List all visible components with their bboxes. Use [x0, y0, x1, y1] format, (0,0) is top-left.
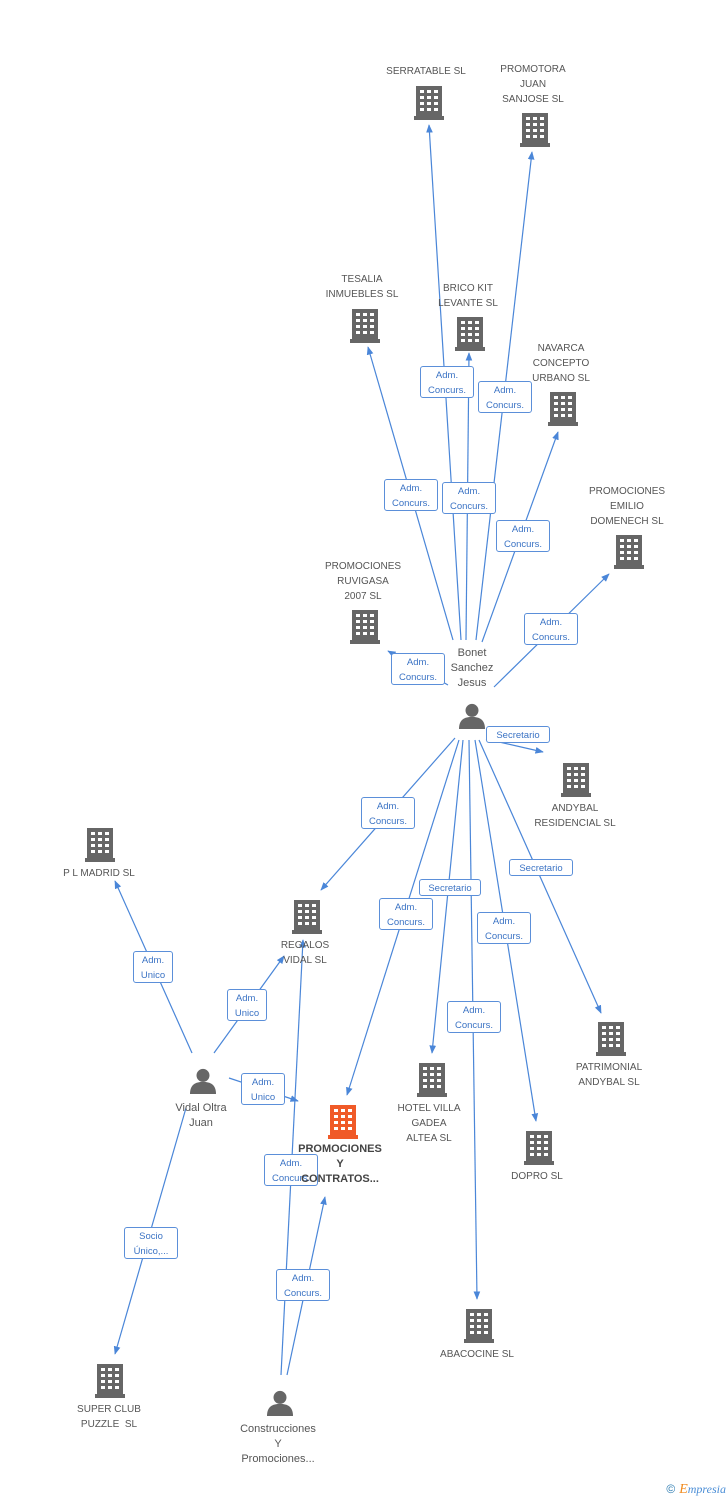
- edge-role-label[interactable]: Adm.Unico: [133, 951, 173, 983]
- building-icon[interactable]: [614, 535, 644, 569]
- edge-role-label[interactable]: Adm.Concurs.: [264, 1154, 318, 1186]
- edge-role-label[interactable]: Adm.Concurs.: [361, 797, 415, 829]
- person-icon[interactable]: [267, 1390, 293, 1416]
- building-icon[interactable]: [524, 1131, 554, 1165]
- edge-role-label[interactable]: Adm.Concurs.: [477, 912, 531, 944]
- building-icon[interactable]: [328, 1105, 358, 1139]
- copyright-icon: ©: [666, 1482, 676, 1496]
- building-icon[interactable]: [596, 1022, 626, 1056]
- node-label-pl-madrid[interactable]: P L MADRID SL: [63, 868, 135, 879]
- edge-role-label[interactable]: Secretario: [509, 858, 573, 876]
- brand-logo-letter: E: [679, 1482, 688, 1497]
- building-icon[interactable]: [561, 763, 591, 797]
- edge-role-label[interactable]: Secretario: [486, 725, 550, 743]
- person-icon[interactable]: [459, 703, 485, 729]
- edge-role-label[interactable]: Adm.Concurs.: [384, 479, 438, 511]
- building-icon[interactable]: [95, 1364, 125, 1398]
- building-icon[interactable]: [417, 1063, 447, 1097]
- brand-logo-text: mpresia: [687, 1482, 726, 1496]
- building-icon[interactable]: [350, 610, 380, 644]
- edge-role-label[interactable]: Adm.Concurs.: [420, 366, 474, 398]
- building-icon[interactable]: [414, 86, 444, 120]
- edge-role-label[interactable]: Adm.Concurs.: [496, 520, 550, 552]
- edge-bonet-to-patrimonial: [478, 739, 602, 1014]
- building-icon[interactable]: [350, 309, 380, 343]
- building-icon[interactable]: [292, 900, 322, 934]
- node-label-serratable[interactable]: SERRATABLE SL: [386, 66, 466, 77]
- building-icon[interactable]: [85, 828, 115, 862]
- building-icon[interactable]: [464, 1309, 494, 1343]
- edge-role-label[interactable]: Adm.Unico: [241, 1073, 285, 1105]
- node-label-dopro[interactable]: DOPRO SL: [511, 1171, 563, 1182]
- edge-role-label[interactable]: Adm.Concurs.: [447, 1001, 501, 1033]
- edge-role-label[interactable]: Adm.Concurs.: [391, 653, 445, 685]
- building-icon[interactable]: [548, 392, 578, 426]
- edge-role-label[interactable]: Adm.Unico: [227, 989, 267, 1021]
- edge-role-label[interactable]: Adm.Concurs.: [276, 1269, 330, 1301]
- edge-role-label[interactable]: Adm.Concurs.: [379, 898, 433, 930]
- edge-bonet-to-hotel: [429, 739, 464, 1054]
- edge-role-label[interactable]: Adm.Concurs.: [524, 613, 578, 645]
- edge-role-label[interactable]: Adm.Concurs.: [442, 482, 496, 514]
- building-icon[interactable]: [455, 317, 485, 351]
- footer-brand: ©Empresia: [666, 1482, 726, 1498]
- person-icon[interactable]: [190, 1068, 216, 1094]
- node-label-abacocine[interactable]: ABACOCINE SL: [440, 1349, 514, 1360]
- edge-role-label[interactable]: Secretario: [419, 878, 481, 896]
- building-icon[interactable]: [520, 113, 550, 147]
- edge-role-label[interactable]: Adm.Concurs.: [478, 381, 532, 413]
